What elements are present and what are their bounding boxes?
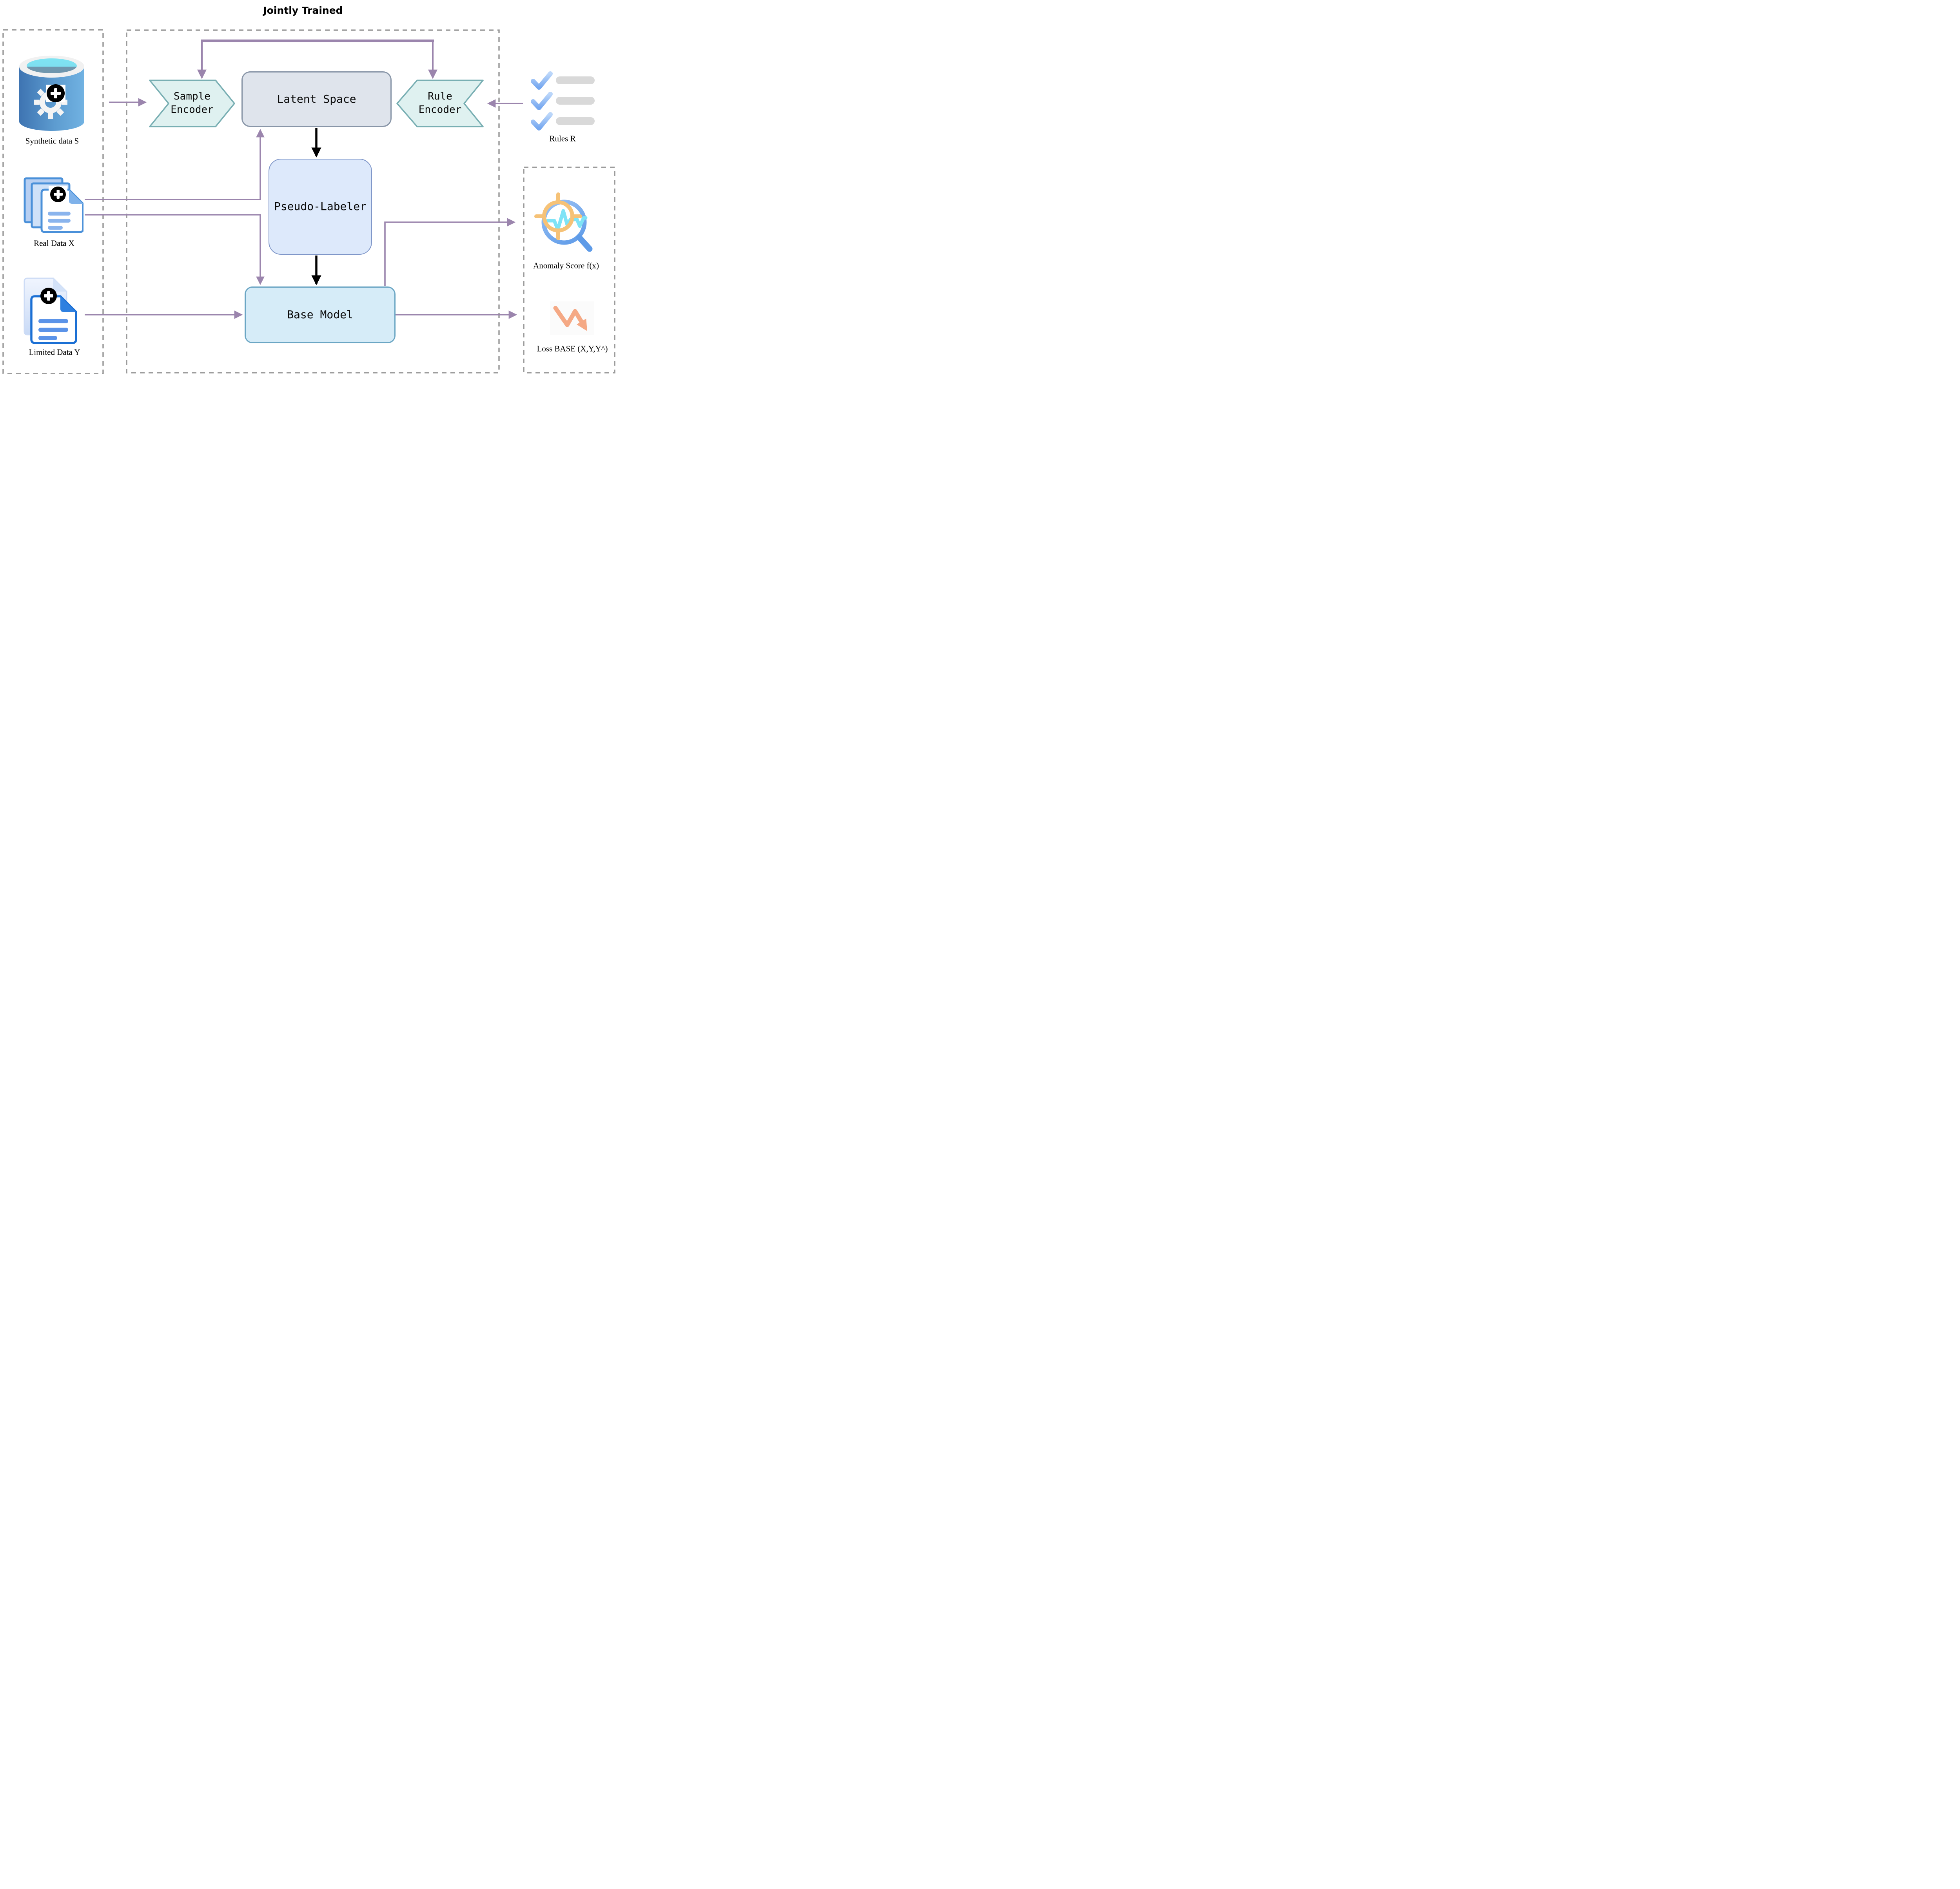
node-sample-encoder: Sample Encoder [149, 80, 235, 127]
limited-data-caption: Limited Data Y [29, 347, 80, 357]
rules-caption: Rules R [549, 134, 576, 143]
sample-encoder-label: Sample Encoder [171, 91, 217, 116]
node-latent-space: Latent Space [241, 71, 392, 127]
downtrend-arrow-icon [550, 301, 594, 335]
latent-space-label: Latent Space [277, 92, 356, 105]
rule-encoder-label: Rule Encoder [418, 91, 462, 116]
node-pseudo-labeler: Pseudo-Labeler [269, 159, 372, 255]
checklist-row [530, 71, 597, 90]
diagram-canvas: Jointly Trained Sample Encoder Latent Sp… [0, 0, 620, 378]
checklist-row [530, 92, 597, 110]
document-stack-plus-icon [24, 177, 83, 233]
check-icon [531, 71, 553, 90]
synthetic-data-caption: Synthetic data S [25, 136, 79, 146]
checklist-row [530, 112, 597, 131]
database-gear-plus-icon [19, 56, 84, 131]
rule-text-bar [556, 76, 595, 84]
target-crosshair [534, 192, 582, 240]
node-base-model: Base Model [245, 286, 396, 343]
arrow-real-data-to-latent-space [85, 129, 265, 200]
anomaly-magnifier-icon [534, 192, 593, 252]
pseudo-labeler-label: Pseudo-Labeler [274, 200, 367, 213]
anomaly-score-caption: Anomaly Score f(x) [533, 261, 599, 270]
arrow-real-data-to-base-model [85, 214, 265, 285]
rule-text-bar [556, 97, 595, 105]
real-data-caption: Real Data X [34, 238, 74, 248]
check-icon [531, 92, 553, 110]
base-model-label: Base Model [287, 308, 353, 321]
diagram-title: Jointly Trained [263, 5, 343, 16]
check-icon [531, 112, 553, 131]
checklist-icon [530, 71, 597, 131]
loss-caption: Loss BASE (X,Y,Y^) [537, 344, 608, 354]
arrow-base-model-to-anomaly-score [384, 218, 516, 286]
magnifier-handle [576, 234, 593, 252]
document-pair-plus-icon [24, 277, 77, 344]
node-rule-encoder: Rule Encoder [396, 80, 484, 127]
rule-text-bar [556, 117, 595, 125]
